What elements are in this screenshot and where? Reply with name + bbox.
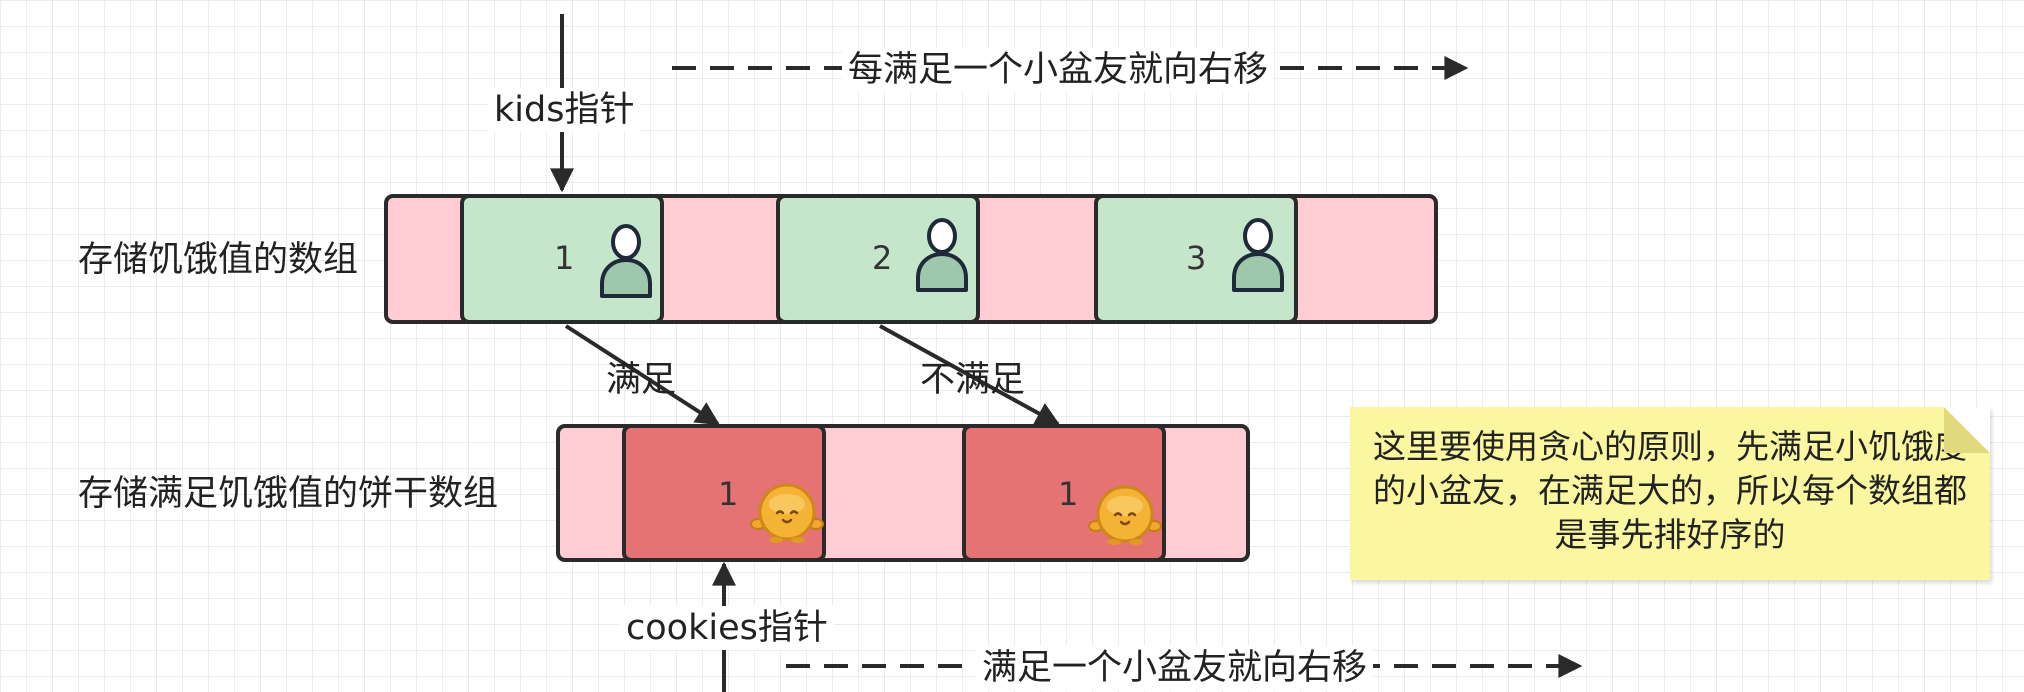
cookie-size-value: 1 — [718, 475, 739, 513]
kid-hunger-value: 3 — [1186, 239, 1207, 277]
not-satisfied-connector — [879, 324, 1061, 426]
kid-hunger-value: 1 — [554, 239, 575, 277]
person-icon — [1232, 218, 1284, 292]
not-satisfied-label: 不满足 — [920, 360, 1026, 400]
person-icon — [916, 218, 968, 292]
note-fold-corner — [1944, 407, 1990, 453]
cookies-pointer-label: cookies指针 — [620, 606, 834, 650]
cookie-icon — [750, 483, 824, 543]
note-text: 这里要使用贪心的原则，先满足小饥饿度的小盆友，在满足大的，所以每个数组都是事先排… — [1373, 427, 1967, 554]
cookie-cell: 1 — [622, 424, 826, 562]
kid-hunger-value: 2 — [872, 239, 893, 277]
sticky-note: 这里要使用贪心的原则，先满足小饥饿度的小盆友，在满足大的，所以每个数组都是事先排… — [1350, 407, 1990, 580]
kid-cell: 2 — [776, 194, 980, 324]
person-icon — [600, 224, 652, 298]
cookie-cell: 1 — [962, 424, 1166, 562]
satisfied-label: 满足 — [606, 360, 677, 400]
cookie-size-value: 1 — [1058, 475, 1079, 513]
kids-pointer-label: kids指针 — [488, 88, 641, 132]
cookies-row-label: 存储满足饥饿值的饼干数组 — [78, 474, 499, 514]
cookies-move-label: 满足一个小盆友就向右移 — [976, 646, 1374, 690]
satisfied-connector — [564, 324, 721, 426]
kid-cell: 3 — [1094, 194, 1298, 324]
kids-move-label: 每满足一个小盆友就向右移 — [842, 48, 1275, 92]
cookie-icon — [1088, 485, 1162, 545]
kid-cell: 1 — [460, 194, 664, 324]
kids-row-label: 存储饥饿值的数组 — [78, 240, 359, 280]
